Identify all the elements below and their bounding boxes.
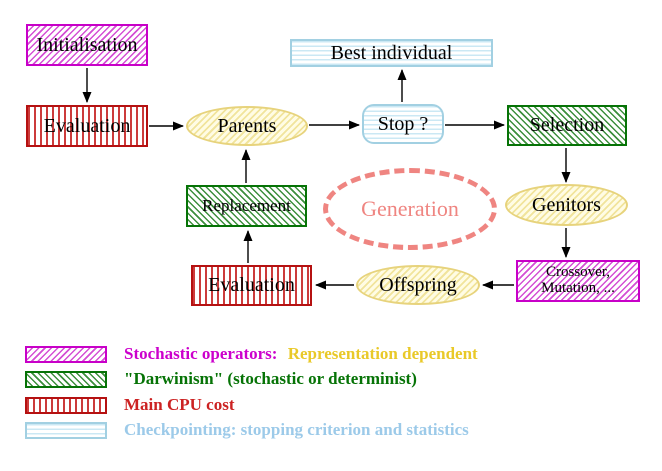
legend-swatch-checkpointing <box>25 422 107 439</box>
node-stop: Stop ? <box>362 104 444 144</box>
generation-cycle-ellipse: Generation <box>323 168 497 250</box>
node-parents: Parents <box>186 106 308 146</box>
node-offspring: Offspring <box>356 265 480 305</box>
legend-label-stochastic: Stochastic operators: Representation dep… <box>124 344 478 364</box>
legend-swatch-darwinism <box>25 371 107 388</box>
node-evaluation-bottom: Evaluation <box>191 265 312 306</box>
node-genitors: Genitors <box>505 184 628 226</box>
crossover-line2: Mutation, ... <box>541 280 615 296</box>
node-crossover-mutation: Crossover, Mutation, ... <box>516 260 640 302</box>
node-selection: Selection <box>507 105 627 146</box>
legend-label-cpu: Main CPU cost <box>124 395 235 414</box>
legend-label-checkpointing: Checkpointing: stopping criterion and st… <box>124 420 469 439</box>
node-replacement: Replacement <box>186 185 307 227</box>
node-evaluation-top: Evaluation <box>26 105 148 147</box>
legend-swatch-cpu <box>25 397 107 414</box>
legend-swatch-stochastic <box>25 346 107 363</box>
node-initialisation: Initialisation <box>26 24 148 66</box>
crossover-line1: Crossover, <box>546 264 610 281</box>
legend-label-darwinism: "Darwinism" (stochastic or determinist) <box>124 369 417 388</box>
legend-stochastic-text: Stochastic operators: <box>124 344 278 363</box>
node-best-individual: Best individual <box>290 39 493 67</box>
legend-stochastic-note: Representation dependent <box>287 344 478 363</box>
